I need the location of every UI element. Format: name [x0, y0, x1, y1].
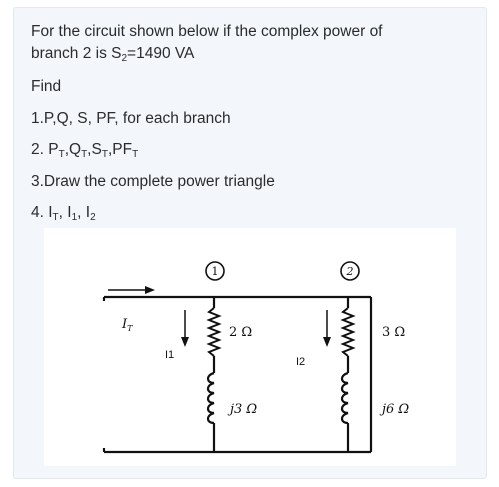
x1-label: j3 Ω — [227, 402, 257, 417]
i2-arrow-head — [323, 337, 331, 347]
task-item-4: 4. IT, I1, I2 — [31, 204, 96, 223]
i1-arrow-head — [181, 337, 189, 347]
it-arrow-head — [145, 286, 155, 294]
task-item-2: 2. PT,QT,ST,PFT — [31, 141, 139, 160]
node-2-label: 2 — [346, 265, 354, 278]
resistor-1 — [206, 307, 222, 357]
task-item-1: 1.P,Q, S, PF, for each branch — [31, 110, 231, 127]
inductor-1 — [206, 371, 215, 425]
r2-label: 3 Ω — [382, 325, 405, 340]
resistor-2 — [340, 307, 356, 357]
i1-label: I1 — [165, 349, 174, 361]
r1-label: 2 Ω — [229, 325, 252, 340]
i2-label: I2 — [296, 356, 305, 368]
inductor-2 — [340, 371, 349, 425]
x2-label: j6 Ω — [379, 402, 409, 417]
node-1-label: 1 — [212, 265, 219, 278]
question-line-2: branch 2 is S2=1490 VA — [31, 45, 195, 64]
it-label: IT — [121, 317, 133, 333]
node-2-marker — [340, 261, 360, 281]
question-line-1: For the circuit shown below if the compl… — [31, 23, 383, 40]
find-label: Find — [31, 78, 62, 95]
circuit-figure: 1 2 IT I1 I2 2 Ω j3 Ω 3 Ω j6 Ω — [44, 228, 456, 466]
task-item-3: 3.Draw the complete power triangle — [31, 173, 275, 190]
circuit-diagram: 1 2 IT I1 I2 2 Ω j3 Ω 3 Ω j6 Ω — [102, 261, 409, 454]
node-1-marker — [205, 261, 225, 281]
